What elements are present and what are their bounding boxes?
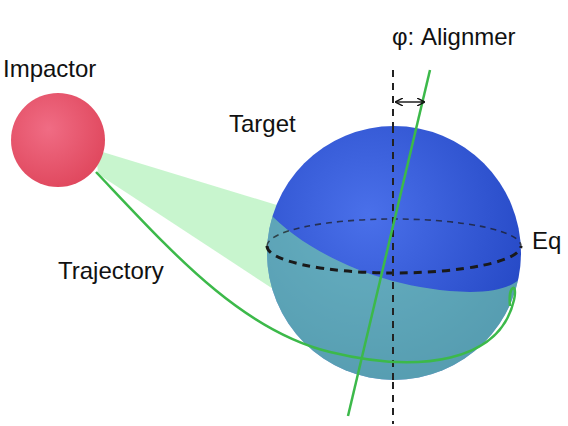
trajectory-label: Trajectory <box>58 258 164 284</box>
impactor-sphere <box>11 93 105 187</box>
angle-label: φ: Alignmer <box>392 24 516 50</box>
tilted-axis <box>348 70 430 416</box>
object-label: Target <box>229 111 296 137</box>
angle-arrow <box>396 101 424 102</box>
object-label: Impactor <box>3 56 96 82</box>
equator-label: Eq <box>532 228 561 254</box>
vertical-axis-front <box>392 126 394 380</box>
